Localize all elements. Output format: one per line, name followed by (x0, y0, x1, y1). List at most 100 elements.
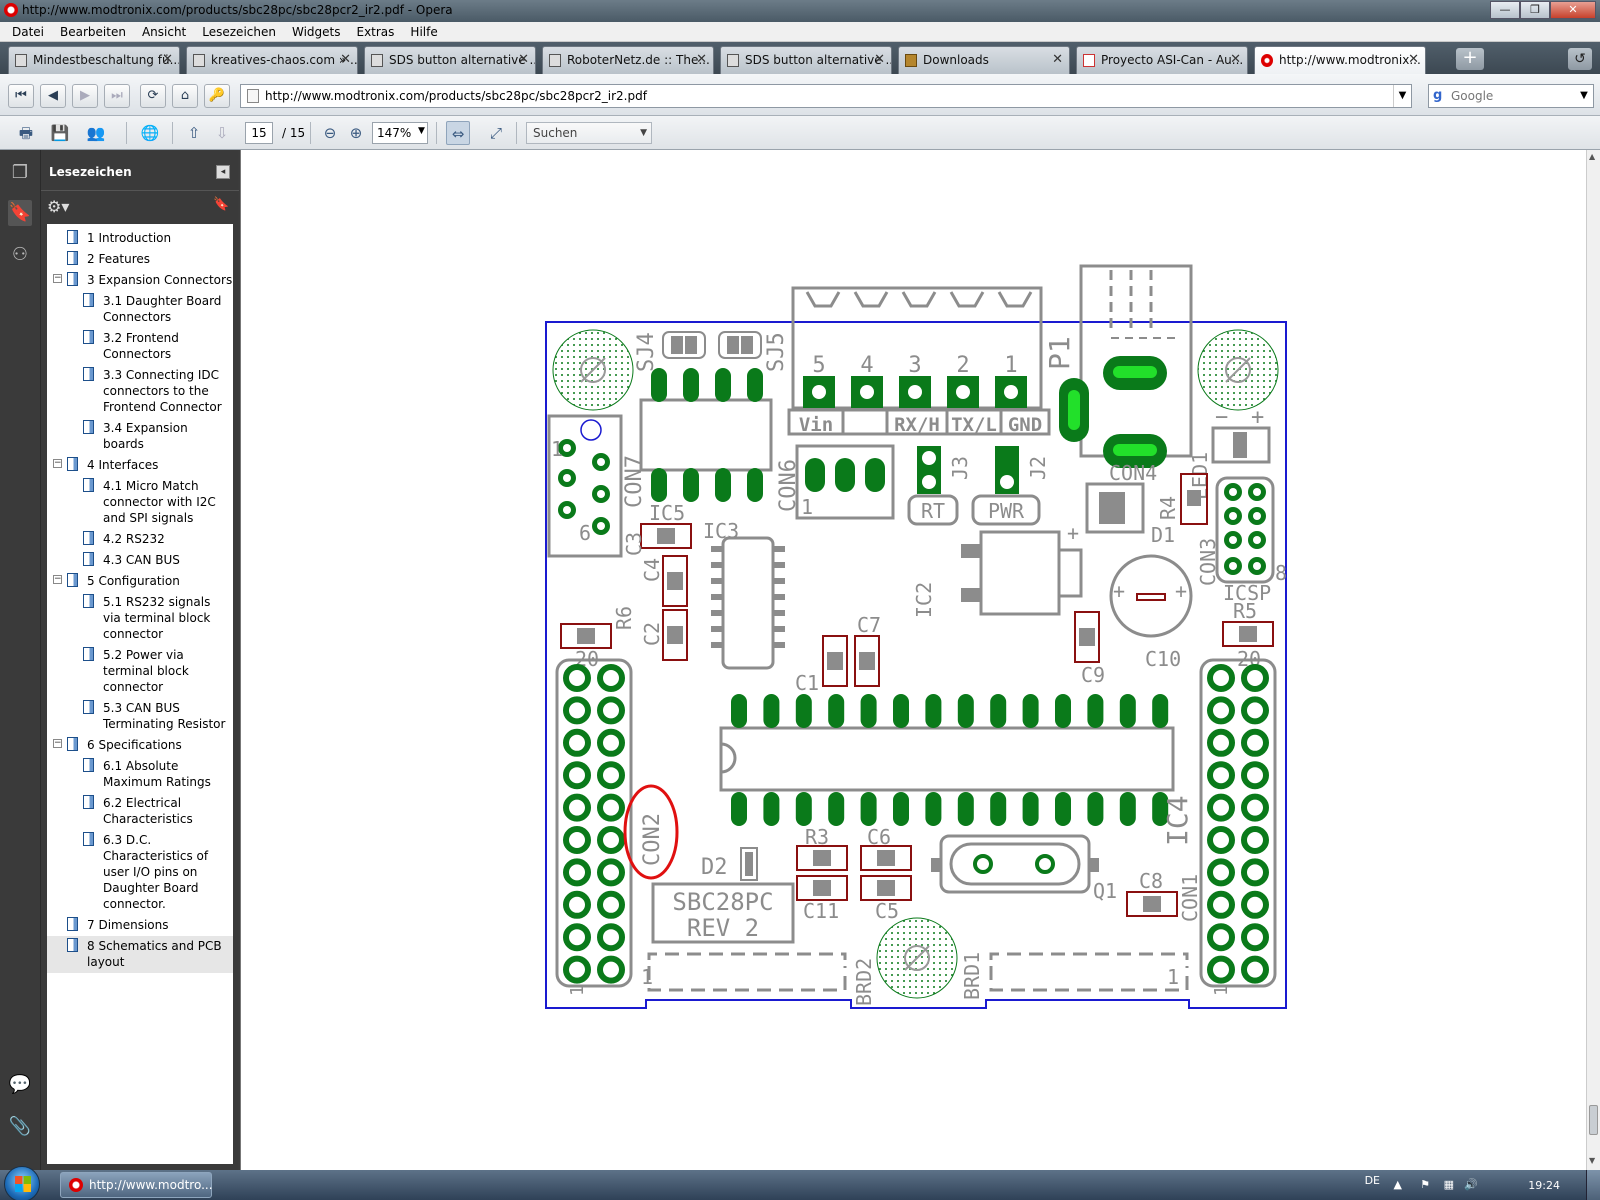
bookmark-absolute-max[interactable]: 6.1 Absolute Maximum Ratings (47, 756, 233, 793)
chevron-down-icon[interactable]: ▼ (1393, 85, 1411, 107)
tray-arrow-icon[interactable]: ▲ (1393, 1178, 1402, 1191)
forward-button[interactable]: ▶ (72, 84, 98, 108)
zoom-in-icon[interactable]: ⊕ (349, 124, 363, 142)
bookmark-introduction[interactable]: 1 Introduction (47, 228, 233, 249)
address-bar[interactable]: ▼ (240, 84, 1412, 108)
print-icon[interactable]: 🖶 (18, 124, 34, 142)
tab-close-icon[interactable]: ✕ (1052, 52, 1063, 67)
rewind-button[interactable]: ⏮ (8, 84, 34, 108)
collapse-icon[interactable]: ◂ (216, 165, 230, 179)
menu-bearbeiten[interactable]: Bearbeiten (60, 24, 126, 39)
closed-tabs-icon[interactable]: ↺ (1568, 48, 1592, 70)
start-button[interactable] (4, 1166, 40, 1200)
chevron-down-icon[interactable]: ▼ (418, 126, 425, 136)
bookmark-daughter-board[interactable]: 3.1 Daughter Board Connectors (47, 291, 233, 328)
tab-close-icon[interactable]: ✕ (518, 52, 529, 67)
home-button[interactable]: ⌂ (172, 84, 198, 108)
paperclip-icon[interactable]: 📎 (8, 1116, 32, 1137)
bookmark-schematics-pcb[interactable]: 8 Schematics and PCB layout (47, 936, 233, 973)
tab-sds-button-2[interactable]: SDS button alternative ... ✕ (720, 46, 892, 74)
bookmark-can-bus[interactable]: 4.3 CAN BUS (47, 550, 233, 571)
bookmark-power-terminal[interactable]: 5.2 Power via terminal block connector (47, 645, 233, 698)
fit-width-icon[interactable]: ⇔ (446, 121, 470, 145)
show-desktop-button[interactable] (1586, 1170, 1600, 1200)
bookmark-micro-match[interactable]: 4.1 Micro Match connector with I2C and S… (47, 476, 233, 529)
chevron-down-icon[interactable]: ▼ (1580, 90, 1588, 101)
pdf-search-box[interactable]: Suchen ▼ (526, 122, 652, 144)
bookmark-expansion-connectors[interactable]: −3 Expansion Connectors (47, 270, 233, 291)
bookmark-specifications[interactable]: −6 Specifications (47, 735, 233, 756)
bookmark-dc-characteristics[interactable]: 6.3 D.C. Characteristics of user I/O pin… (47, 830, 233, 915)
tab-close-icon[interactable]: ✕ (1408, 52, 1419, 67)
scroll-down-icon[interactable]: ▼ (1589, 1156, 1596, 1165)
prev-page-icon[interactable]: ⇧ (187, 124, 201, 142)
menu-datei[interactable]: Datei (12, 24, 45, 39)
bookmark-interfaces[interactable]: −4 Interfaces (47, 455, 233, 476)
bookmark-frontend-connectors[interactable]: 3.2 Frontend Connectors (47, 328, 233, 365)
vertical-scrollbar[interactable]: ▲ ▼ (1586, 150, 1600, 1170)
bookmark-rs232[interactable]: 4.2 RS232 (47, 529, 233, 550)
scrollbar-thumb[interactable] (1589, 1105, 1598, 1135)
maximize-button[interactable]: ❐ (1520, 1, 1550, 19)
tab-proyecto-asi-can[interactable]: Proyecto ASI-Can - Au... ✕ (1076, 46, 1248, 74)
tab-kreatives-chaos[interactable]: kreatives-chaos.com » ... ✕ (186, 46, 358, 74)
attach-icon[interactable]: 🌐 (140, 124, 160, 142)
tab-sds-button-1[interactable]: SDS button alternative ... ✕ (364, 46, 536, 74)
menu-ansicht[interactable]: Ansicht (141, 24, 187, 39)
pdf-document-view[interactable]: 5 4 3 2 1 Vin RX/H TX/L GND P1 (240, 150, 1586, 1170)
tab-close-icon[interactable]: ✕ (1230, 52, 1241, 67)
share-icon[interactable]: 👥 (86, 124, 106, 142)
bookmark-expansion-boards[interactable]: 3.4 Expansion boards (47, 418, 233, 455)
bookmark-electrical[interactable]: 6.2 Electrical Characteristics (47, 793, 233, 830)
tab-close-icon[interactable]: ✕ (696, 52, 707, 67)
back-button[interactable]: ◀ (40, 84, 66, 108)
bookmark-connecting-idc[interactable]: 3.3 Connecting IDC connectors to the Fro… (47, 365, 233, 418)
tab-mindestbeschaltung[interactable]: Mindestbeschaltung fü... ✕ (8, 46, 180, 74)
bookmark-rs232-terminal[interactable]: 5.1 RS232 signals via terminal block con… (47, 592, 233, 645)
menu-lesezeichen[interactable]: Lesezeichen (202, 24, 276, 39)
tab-close-icon[interactable]: ✕ (874, 52, 885, 67)
url-input[interactable] (265, 87, 1385, 105)
scroll-up-icon[interactable]: ▲ (1589, 152, 1596, 161)
bookmark-can-terminating[interactable]: 5.3 CAN BUS Terminating Resistor (47, 698, 233, 735)
collapse-toggle-icon[interactable]: − (53, 738, 62, 748)
wand-button[interactable]: 🔑 (204, 84, 230, 108)
comments-icon[interactable]: 💬 (8, 1074, 32, 1095)
menu-hilfe[interactable]: Hilfe (410, 24, 438, 39)
zoom-out-icon[interactable]: ⊖ (323, 124, 337, 142)
tab-close-icon[interactable]: ✕ (162, 52, 173, 67)
save-icon[interactable]: 💾 (50, 124, 70, 142)
page-number-input[interactable]: 15 (245, 122, 273, 144)
search-input[interactable] (1451, 87, 1571, 105)
gear-icon[interactable]: ⚙▾ (47, 197, 70, 216)
new-tab-button[interactable]: + (1456, 48, 1484, 70)
tab-modtronix[interactable]: http://www.modtronix... ✕ (1254, 46, 1426, 74)
tab-close-icon[interactable]: ✕ (340, 52, 351, 67)
chevron-down-icon[interactable]: ▼ (640, 128, 647, 138)
close-button[interactable]: ✕ (1550, 1, 1596, 19)
network-icon[interactable]: ▦ (1443, 1178, 1454, 1191)
fit-page-icon[interactable]: ⤢ (489, 124, 502, 142)
bookmark-configuration[interactable]: −5 Configuration (47, 571, 233, 592)
collapse-toggle-icon[interactable]: − (53, 574, 62, 584)
binoculars-icon[interactable]: ⚇ (11, 244, 29, 265)
minimize-button[interactable]: — (1490, 1, 1520, 19)
menu-extras[interactable]: Extras (356, 24, 395, 39)
pages-icon[interactable]: ❐ (11, 162, 29, 183)
flag-icon[interactable]: ⚑ (1420, 1178, 1430, 1191)
language-indicator[interactable]: DE (1364, 1174, 1380, 1187)
next-page-icon[interactable]: ⇩ (215, 124, 229, 142)
bookmark-dimensions[interactable]: 7 Dimensions (47, 915, 233, 936)
reload-button[interactable]: ⟳ (140, 84, 166, 108)
volume-icon[interactable]: 🔊 (1464, 1178, 1478, 1191)
zoom-input[interactable]: 147% (372, 122, 428, 144)
tab-roboternetz[interactable]: RoboterNetz.de :: The... ✕ (542, 46, 714, 74)
taskbar-item-opera[interactable]: http://www.modtro... (60, 1172, 213, 1198)
bookmarks-icon[interactable]: 🔖 (8, 200, 32, 226)
new-bookmark-icon[interactable]: 🔖 (213, 197, 230, 212)
menu-widgets[interactable]: Widgets (291, 24, 341, 39)
fast-forward-button[interactable]: ⏭ (104, 84, 130, 108)
collapse-toggle-icon[interactable]: − (53, 273, 62, 283)
collapse-toggle-icon[interactable]: − (53, 458, 62, 468)
bookmark-features[interactable]: 2 Features (47, 249, 233, 270)
